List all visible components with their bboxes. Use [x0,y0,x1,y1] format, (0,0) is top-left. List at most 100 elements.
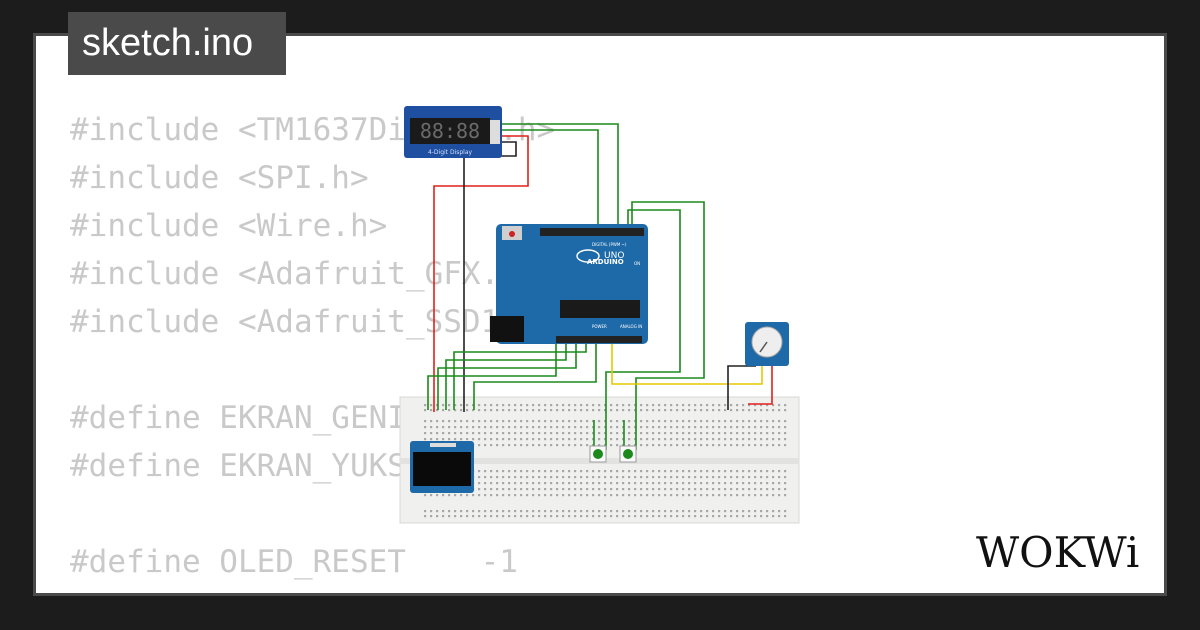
breadboard-hole [490,510,493,513]
breadboard-hole [670,510,673,513]
breadboard-hole [454,510,457,513]
breadboard-hole [724,515,727,518]
breadboard-hole [460,420,463,423]
breadboard-hole [742,488,745,491]
breadboard-hole [682,432,685,435]
breadboard-hole [586,444,589,447]
breadboard-hole [628,432,631,435]
breadboard-hole [640,510,643,513]
breadboard-hole [754,470,757,473]
breadboard-hole [652,426,655,429]
breadboard-hole [430,494,433,497]
breadboard-hole [442,510,445,513]
breadboard-hole [712,470,715,473]
breadboard-hole [760,494,763,497]
breadboard-hole [646,426,649,429]
breadboard-hole [550,432,553,435]
breadboard-hole [778,432,781,435]
breadboard-hole [730,488,733,491]
arduino-uno-board: ARDUINO UNO DIGITAL (PWM ~) POWER ANALOG… [490,224,648,344]
breadboard-hole [490,420,493,423]
breadboard-hole [730,404,733,407]
breadboard-hole [610,420,613,423]
breadboard-hole [478,432,481,435]
breadboard-hole [574,409,577,412]
breadboard-hole [580,482,583,485]
wire-green-oled-2 [473,342,597,410]
breadboard-hole [598,515,601,518]
breadboard-hole [616,515,619,518]
breadboard-hole [784,488,787,491]
breadboard-hole [754,482,757,485]
breadboard-hole [496,444,499,447]
breadboard-hole [772,476,775,479]
breadboard-hole [658,420,661,423]
breadboard-hole [670,438,673,441]
breadboard-hole [490,470,493,473]
breadboard-hole [772,510,775,513]
breadboard-hole [544,432,547,435]
breadboard-hole [424,510,427,513]
breadboard-hole [442,404,445,407]
breadboard-hole [442,409,445,412]
breadboard-hole [652,404,655,407]
breadboard-hole [682,438,685,441]
breadboard-hole [424,494,427,497]
breadboard-hole [682,420,685,423]
breadboard-hole [454,420,457,423]
breadboard-hole [454,404,457,407]
breadboard-hole [550,409,553,412]
breadboard-hole [664,444,667,447]
breadboard-hole [676,515,679,518]
breadboard-hole [598,444,601,447]
breadboard-hole [556,470,559,473]
breadboard-hole [538,476,541,479]
breadboard-hole [484,494,487,497]
breadboard-hole [676,488,679,491]
breadboard-hole [568,420,571,423]
wire-green-oled-4 [437,342,577,410]
breadboard-hole [778,420,781,423]
breadboard-hole [766,470,769,473]
breadboard-hole [622,515,625,518]
filename-tab[interactable]: sketch.ino [68,12,286,75]
breadboard-hole [556,476,559,479]
breadboard-hole [544,420,547,423]
breadboard-hole [538,409,541,412]
breadboard-hole [664,426,667,429]
breadboard-hole [652,494,655,497]
breadboard-hole [706,476,709,479]
breadboard-hole [550,488,553,491]
wire-green-oled-1 [453,342,587,410]
breadboard-hole [784,404,787,407]
breadboard-hole [754,438,757,441]
breadboard-hole [736,494,739,497]
breadboard-hole [466,510,469,513]
breadboard-hole [700,488,703,491]
breadboard-hole [736,404,739,407]
breadboard-hole [694,482,697,485]
breadboard-hole [706,438,709,441]
breadboard-hole [442,432,445,435]
breadboard-hole [544,515,547,518]
breadboard-hole [622,426,625,429]
breadboard-hole [772,420,775,423]
breadboard-hole [706,488,709,491]
breadboard-hole [520,476,523,479]
breadboard-hole [526,494,529,497]
breadboard-hole [640,420,643,423]
breadboard-hole [754,494,757,497]
breadboard-hole [784,470,787,473]
breadboard-hole [736,510,739,513]
breadboard-hole [640,444,643,447]
breadboard-hole [586,482,589,485]
breadboard-hole [484,476,487,479]
breadboard-hole [532,426,535,429]
breadboard-hole [772,404,775,407]
breadboard-hole [646,494,649,497]
breadboard-hole [526,420,529,423]
breadboard-hole [586,426,589,429]
breadboard-hole [496,409,499,412]
display-caption: 4-Digit Display [428,149,473,156]
breadboard-hole [670,515,673,518]
